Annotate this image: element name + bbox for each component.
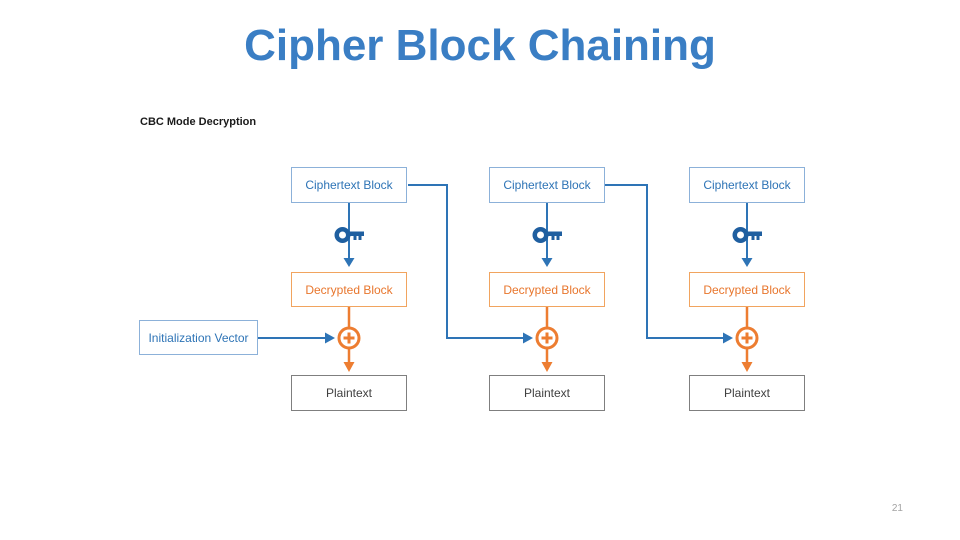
decrypted-block-1: Decrypted Block xyxy=(291,272,407,307)
ciphertext-block-label: Ciphertext Block xyxy=(703,178,791,192)
initialization-vector-label: Initialization Vector xyxy=(148,330,249,345)
ciphertext-block-label: Ciphertext Block xyxy=(305,178,393,192)
ciphertext-block-3: Ciphertext Block xyxy=(689,167,805,203)
xor-icon xyxy=(337,326,361,350)
chain-arrow-1-to-2 xyxy=(408,184,533,344)
key-icon xyxy=(532,227,562,243)
chain-arrow-2-to-3 xyxy=(604,184,733,344)
diagram-caption: CBC Mode Decryption xyxy=(140,116,257,128)
slide-title: Cipher Block Chaining xyxy=(244,21,716,70)
plaintext-block-1: Plaintext xyxy=(291,375,407,411)
arrow-iv-to-xor-1 xyxy=(258,332,335,344)
key-icon xyxy=(334,227,364,243)
ciphertext-block-label: Ciphertext Block xyxy=(503,178,591,192)
arrow-xor-to-plaintext-2 xyxy=(541,349,553,372)
arrow-xor-to-plaintext-1 xyxy=(343,349,355,372)
decrypted-block-label: Decrypted Block xyxy=(703,282,791,297)
decrypted-block-label: Decrypted Block xyxy=(305,282,393,297)
plaintext-block-label: Plaintext xyxy=(325,386,373,400)
xor-icon xyxy=(535,326,559,350)
initialization-vector-box: Initialization Vector xyxy=(139,320,258,355)
plaintext-block-3: Plaintext xyxy=(689,375,805,411)
page-number: 21 xyxy=(891,503,903,514)
decrypted-block-3: Decrypted Block xyxy=(689,272,805,307)
arrow-xor-to-plaintext-3 xyxy=(741,349,753,372)
ciphertext-block-2: Ciphertext Block xyxy=(489,167,605,203)
plaintext-block-label: Plaintext xyxy=(723,386,771,400)
arrow-ciphertext-to-decrypted-3 xyxy=(741,203,753,267)
plaintext-block-2: Plaintext xyxy=(489,375,605,411)
plaintext-block-label: Plaintext xyxy=(523,386,571,400)
ciphertext-block-1: Ciphertext Block xyxy=(291,167,407,203)
key-icon xyxy=(732,227,762,243)
xor-icon xyxy=(735,326,759,350)
decrypted-block-2: Decrypted Block xyxy=(489,272,605,307)
arrow-ciphertext-to-decrypted-1 xyxy=(343,203,355,267)
decrypted-block-label: Decrypted Block xyxy=(503,282,591,297)
arrow-ciphertext-to-decrypted-2 xyxy=(541,203,553,267)
